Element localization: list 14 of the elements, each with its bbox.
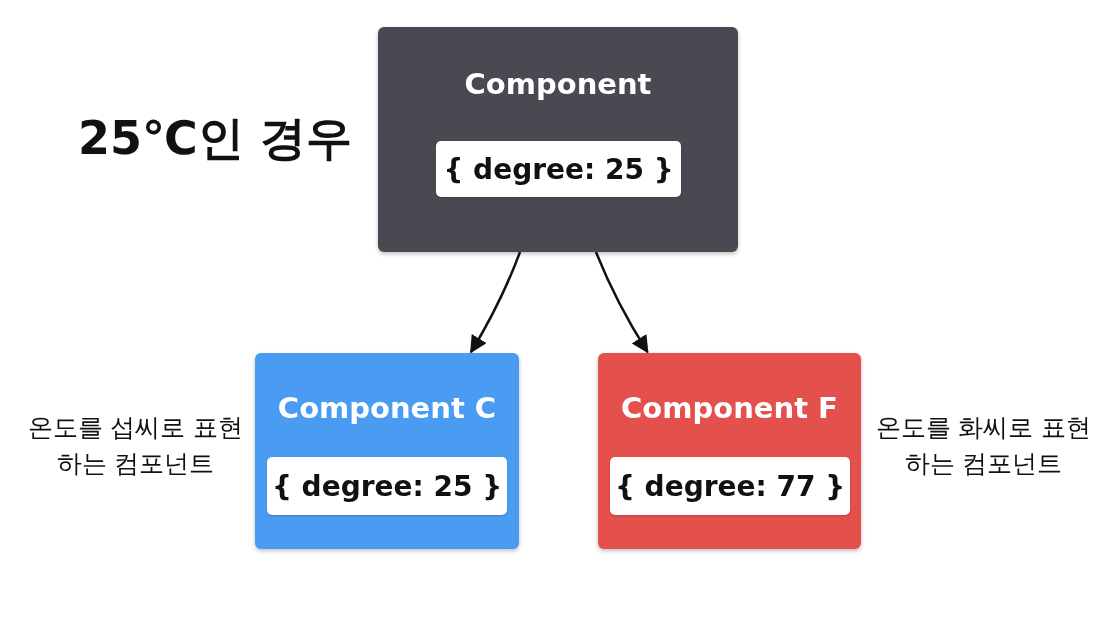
component-name: Component F bbox=[620, 391, 839, 425]
state-box: { degree: 25 } bbox=[436, 141, 681, 197]
component-name: Component bbox=[463, 67, 653, 101]
component-name: Component C bbox=[276, 391, 498, 425]
arrow bbox=[594, 251, 649, 354]
heading: 25℃인 경우 bbox=[78, 110, 352, 167]
side-note: 온도를 화씨로 표현하는 컴포넌트 bbox=[874, 412, 1093, 480]
component-box bbox=[598, 353, 861, 549]
component-box bbox=[378, 27, 738, 252]
state-box: { degree: 77 } bbox=[610, 457, 850, 515]
arrow bbox=[469, 251, 522, 354]
component-box bbox=[255, 353, 519, 549]
state-box: { degree: 25 } bbox=[267, 457, 507, 515]
side-note: 온도를 섭씨로 표현하는 컴포넌트 bbox=[26, 412, 245, 480]
